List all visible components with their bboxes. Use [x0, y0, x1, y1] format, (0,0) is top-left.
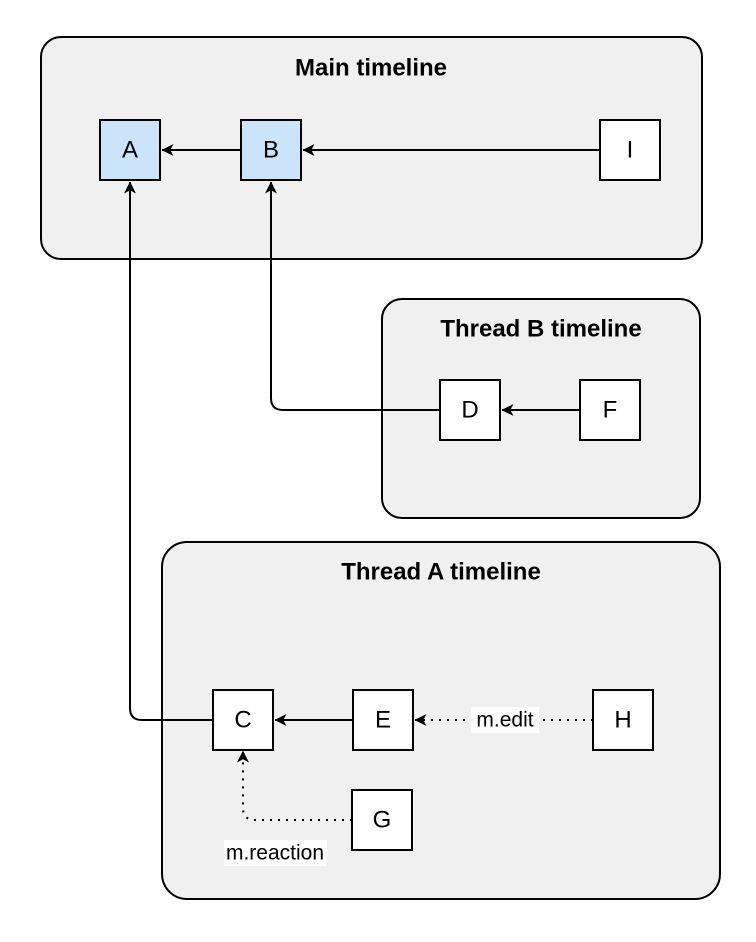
node-b-label: B — [263, 137, 279, 164]
thread-a-timeline-title: Thread A timeline — [341, 559, 541, 586]
node-b-box — [240, 119, 302, 181]
node-c-box — [212, 689, 274, 751]
node-d-box — [439, 379, 501, 441]
node-i-box — [599, 119, 661, 181]
main-timeline-container: Main timeline — [40, 36, 703, 260]
event-node-b: B — [240, 119, 302, 181]
node-f-label: F — [603, 397, 618, 424]
edge-label-m-reaction: m.reaction — [224, 840, 327, 866]
thread-b-timeline-box — [381, 298, 701, 519]
edge-c-to-a — [124, 181, 213, 721]
event-node-h: H — [592, 689, 654, 751]
node-f-box — [579, 379, 641, 441]
node-d-label: D — [461, 397, 478, 424]
node-e-box — [352, 689, 414, 751]
node-h-label: H — [614, 707, 631, 734]
event-node-f: F — [579, 379, 641, 441]
edge-g-to-c-dotted — [237, 750, 352, 821]
event-node-e: E — [352, 689, 414, 751]
event-node-g: G — [351, 789, 413, 851]
node-a-label: A — [122, 137, 138, 164]
event-node-d: D — [439, 379, 501, 441]
node-g-label: G — [373, 807, 392, 834]
edge-label-m-reaction-text: m.reaction — [226, 842, 324, 865]
edge-label-m-reaction-bg — [224, 840, 327, 866]
node-c-label: C — [234, 707, 251, 734]
edge-d-to-b — [265, 181, 440, 411]
node-g-box — [351, 789, 413, 851]
node-i-label: I — [627, 137, 634, 164]
thread-b-timeline-title: Thread B timeline — [440, 316, 641, 343]
main-timeline-title: Main timeline — [295, 55, 447, 82]
edge-label-m-edit: m.edit — [471, 707, 539, 733]
edge-label-m-edit-bg — [471, 707, 539, 733]
node-e-label: E — [375, 707, 391, 734]
node-h-box — [592, 689, 654, 751]
event-node-i: I — [599, 119, 661, 181]
edge-label-m-edit-text: m.edit — [476, 709, 533, 732]
event-node-a: A — [99, 119, 161, 181]
main-timeline-box — [40, 36, 703, 260]
event-node-c: C — [212, 689, 274, 751]
thread-b-timeline-container: Thread B timeline — [381, 298, 701, 519]
node-a-box — [99, 119, 161, 181]
